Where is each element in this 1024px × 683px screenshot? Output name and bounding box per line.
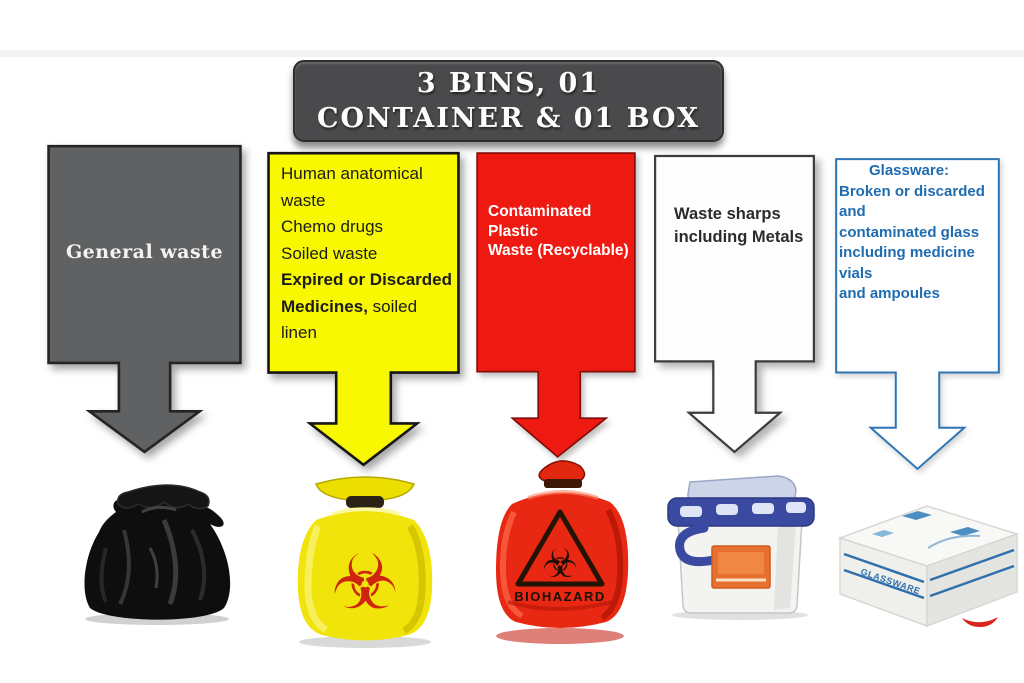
slide-top-edge-line (0, 50, 1024, 57)
biohazard-symbol-red-bag: ☣ (542, 541, 578, 587)
down-arrow-shape-gray (46, 143, 243, 455)
down-arrow-shape-yellow (266, 150, 461, 468)
red-bin-label: Contaminated Plastic Waste (Recyclable) (488, 203, 629, 259)
sharps-label: Waste sharps including Metals (674, 205, 804, 246)
black-waste-bag-icon (84, 484, 231, 625)
title-banner: 3 BINS, 01 CONTAINER & 01 BOX (293, 60, 724, 142)
red-bin-label-area: Contaminated Plastic Waste (Recyclable) (475, 150, 637, 367)
yellow-biohazard-bag-image: ☣ (288, 470, 443, 650)
glassware-label: Glassware: Broken or discarded and contam… (834, 156, 1001, 305)
biohazard-symbol-yellow-bag: ☣ (331, 538, 399, 627)
callout-red-bin: Contaminated Plastic Waste (Recyclable) (475, 150, 637, 460)
glassware-heading: Glassware: (869, 162, 950, 179)
page-title: 3 BINS, 01 CONTAINER & 01 BOX (316, 68, 701, 134)
yellow-biohazard-bag-icon: ☣ (297, 476, 433, 648)
glassware-box-image: GLASSWARE (832, 498, 1022, 638)
down-arrow-shape-white (653, 153, 816, 455)
red-swoosh-mark (962, 617, 998, 627)
down-arrow-shape-red (475, 150, 637, 460)
callout-general-waste: General waste (46, 143, 243, 455)
glassware-label-area: Glassware: Broken or discarded and contam… (834, 156, 1001, 377)
sharps-label-area: Waste sharps including Metals (653, 153, 816, 364)
red-biohazard-bag-icon: ☣ BIOHAZARD (496, 460, 629, 644)
callout-yellow-bin: Human anatomical waste Chemo drugs Soile… (266, 150, 461, 468)
general-waste-label: General waste (65, 241, 224, 264)
glassware-box-icon: GLASSWARE (837, 505, 1020, 628)
down-arrow-shape-blue-outline (834, 156, 1001, 472)
biohazard-text-label: BIOHAZARD (514, 589, 606, 604)
sharps-container-image (660, 468, 820, 620)
yellow-bin-text-bold: Expired or Discarded Medicines, (281, 270, 453, 316)
callout-glassware-box: Glassware: Broken or discarded and contam… (834, 156, 1001, 472)
black-waste-bag-image (72, 452, 242, 627)
red-biohazard-bag-image: ☣ BIOHAZARD (488, 452, 638, 647)
yellow-bin-label: Human anatomical waste Chemo drugs Soile… (266, 150, 461, 347)
sharps-container-icon (667, 475, 815, 620)
yellow-bin-text-tail: soiled linen (281, 296, 418, 343)
yellow-bin-label-area: Human anatomical waste Chemo drugs Soile… (266, 150, 461, 373)
callout-sharps-container: Waste sharps including Metals (653, 153, 816, 455)
glassware-body-text: Broken or discarded and contaminated gla… (839, 182, 985, 303)
yellow-bin-text-normal: Human anatomical waste Chemo drugs Soile… (281, 164, 423, 263)
general-waste-label-area: General waste (46, 143, 243, 361)
